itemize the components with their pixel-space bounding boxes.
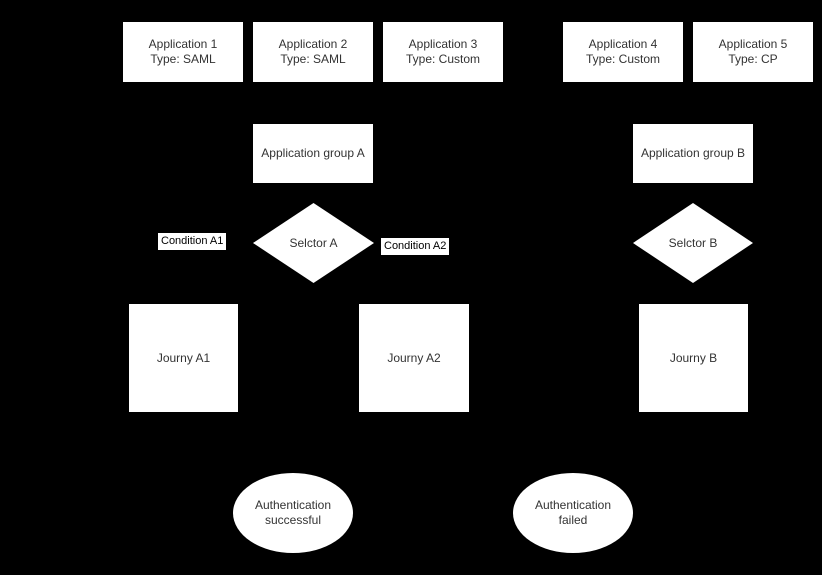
application-group-b-label: Application group B	[640, 146, 746, 160]
application-5-name: Application 5	[718, 37, 788, 51]
application-4-node: Application 4 Type: Custom	[563, 22, 683, 82]
application-5-node: Application 5 Type: CP	[693, 22, 813, 82]
journey-b-label: Journy B	[669, 350, 718, 365]
condition-a2-label: Condition A2	[381, 238, 450, 255]
application-3-node: Application 3 Type: Custom	[383, 22, 503, 82]
authentication-failed-line1: Authentication	[534, 498, 612, 512]
selector-b-label: Selctor B	[668, 235, 718, 250]
application-4-type: Type: Custom	[585, 52, 661, 66]
authentication-failed-line2: failed	[558, 513, 588, 527]
journey-a2-node: Journy A2	[359, 304, 469, 412]
authentication-failed-ellipse: Authentication failed	[513, 473, 633, 553]
journey-b-node: Journy B	[639, 304, 748, 412]
application-2-node: Application 2 Type: SAML	[253, 22, 373, 82]
application-group-a-node: Application group A	[253, 124, 373, 183]
application-4-name: Application 4	[588, 37, 658, 51]
application-3-name: Application 3	[408, 37, 478, 51]
application-2-type: Type: SAML	[280, 52, 346, 66]
application-1-name: Application 1	[148, 37, 218, 51]
selector-a-label: Selctor A	[289, 235, 338, 250]
application-2-name: Application 2	[278, 37, 348, 51]
authentication-successful-ellipse: Authentication successful	[233, 473, 353, 553]
application-1-type: Type: SAML	[150, 52, 216, 66]
authentication-successful-line2: successful	[264, 513, 322, 527]
application-5-type: Type: CP	[728, 52, 778, 66]
journey-a1-label: Journy A1	[156, 350, 211, 365]
application-group-b-node: Application group B	[633, 124, 753, 183]
authentication-successful-line1: Authentication	[254, 498, 332, 512]
application-group-a-label: Application group A	[261, 146, 365, 160]
selector-a-diamond: Selctor A	[253, 203, 374, 283]
application-1-node: Application 1 Type: SAML	[123, 22, 243, 82]
application-3-type: Type: Custom	[405, 52, 481, 66]
journey-a2-label: Journy A2	[387, 350, 441, 365]
condition-a1-label: Condition A1	[158, 233, 227, 250]
selector-b-diamond: Selctor B	[633, 203, 753, 283]
journey-a1-node: Journy A1	[129, 304, 238, 412]
